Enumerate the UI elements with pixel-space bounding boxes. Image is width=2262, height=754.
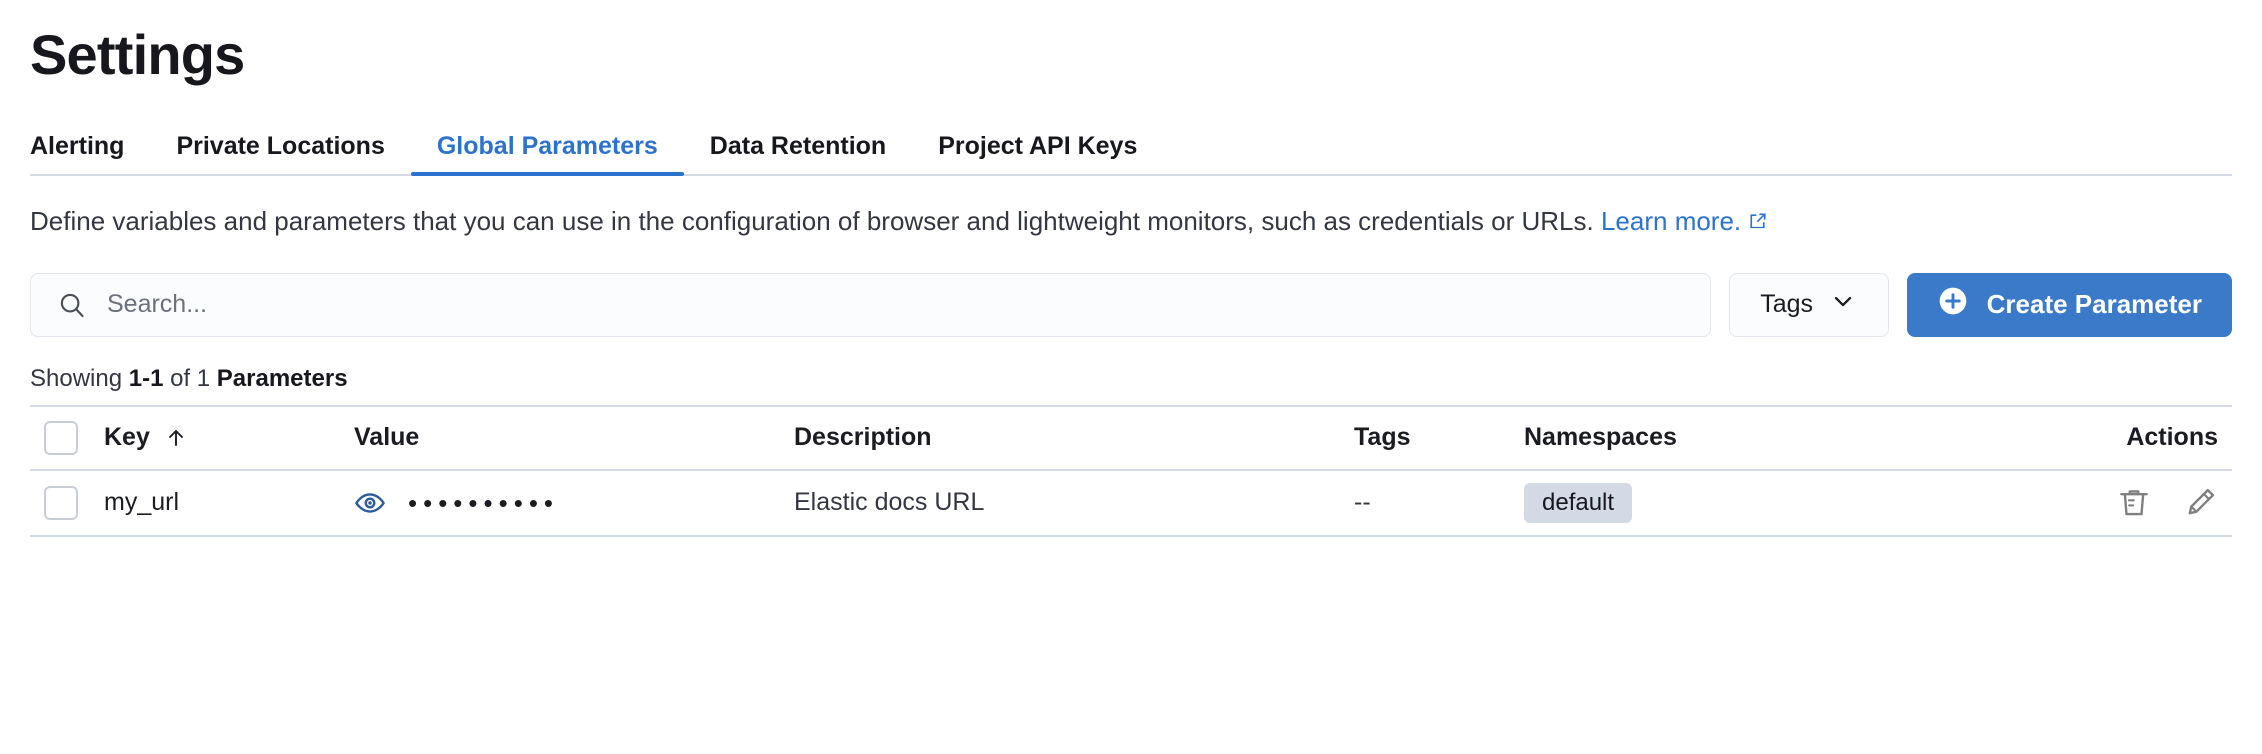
row-select-cell — [30, 485, 104, 520]
page-title: Settings — [30, 23, 245, 86]
tab-alerting[interactable]: Alerting — [30, 134, 150, 174]
column-header-key[interactable]: Key — [104, 423, 354, 452]
results-entity: Parameters — [216, 364, 348, 392]
results-prefix: Showing — [30, 364, 129, 392]
row-checkbox[interactable] — [44, 485, 78, 520]
table-header-row: Key Value Description Tags Namespaces Ac… — [30, 404, 2232, 471]
column-header-namespaces: Namespaces — [1524, 423, 1677, 452]
row-key: my_url — [104, 488, 180, 517]
tags-filter-label: Tags — [1760, 290, 1814, 319]
namespace-badge: default — [1524, 482, 1633, 524]
results-range: 1-1 — [128, 364, 164, 392]
create-parameter-button[interactable]: Create Parameter — [1906, 272, 2232, 337]
column-header-value: Value — [354, 423, 420, 452]
tab-data-retention[interactable]: Data Retention — [684, 134, 912, 174]
tags-filter-button[interactable]: Tags — [1728, 272, 1889, 337]
row-value-masked: •••••••••• — [408, 487, 560, 518]
column-header-key-label: Key — [104, 423, 150, 452]
settings-tabs: Alerting Private Locations Global Parame… — [30, 118, 2232, 177]
parameters-table: Key Value Description Tags Namespaces Ac… — [30, 404, 2232, 537]
toolbar: Tags Create Parameter — [30, 272, 2232, 337]
column-header-actions: Actions — [2126, 423, 2218, 452]
tab-private-locations[interactable]: Private Locations — [150, 134, 410, 174]
tab-global-parameters[interactable]: Global Parameters — [410, 134, 684, 177]
chevron-down-icon — [1829, 287, 1857, 322]
eye-icon[interactable] — [354, 487, 386, 519]
create-parameter-label: Create Parameter — [1986, 289, 2202, 320]
tab-project-api-keys[interactable]: Project API Keys — [912, 134, 1163, 174]
search-input[interactable] — [105, 273, 1710, 336]
trash-icon[interactable] — [2116, 485, 2152, 521]
search-icon — [57, 290, 87, 320]
pencil-icon[interactable] — [2182, 485, 2218, 521]
table-row: my_url •••••••••• Elastic docs URL -- de… — [30, 471, 2232, 537]
plus-circle-icon — [1937, 285, 1969, 324]
row-namespaces: default — [1524, 482, 1964, 524]
select-all-checkbox[interactable] — [44, 420, 78, 455]
column-header-tags: Tags — [1354, 423, 1411, 452]
results-middle: of 1 — [163, 364, 217, 392]
learn-more-link[interactable]: Learn more. — [1601, 206, 1741, 236]
column-header-description: Description — [794, 423, 932, 452]
row-actions — [1964, 485, 2232, 521]
row-value-cell: •••••••••• — [354, 487, 794, 519]
description-text: Define variables and parameters that you… — [30, 206, 1594, 237]
learn-more-label: Learn more. — [1600, 206, 1742, 237]
page-description: Define variables and parameters that you… — [30, 204, 2230, 241]
row-tags: -- — [1354, 488, 1371, 517]
results-count: Showing 1-1 of 1 Parameters — [30, 365, 2232, 393]
arrow-up-icon — [164, 426, 188, 450]
row-description: Elastic docs URL — [794, 488, 985, 517]
select-all-cell — [30, 420, 104, 455]
search-box[interactable] — [30, 272, 1711, 337]
external-link-icon — [1747, 206, 1769, 241]
